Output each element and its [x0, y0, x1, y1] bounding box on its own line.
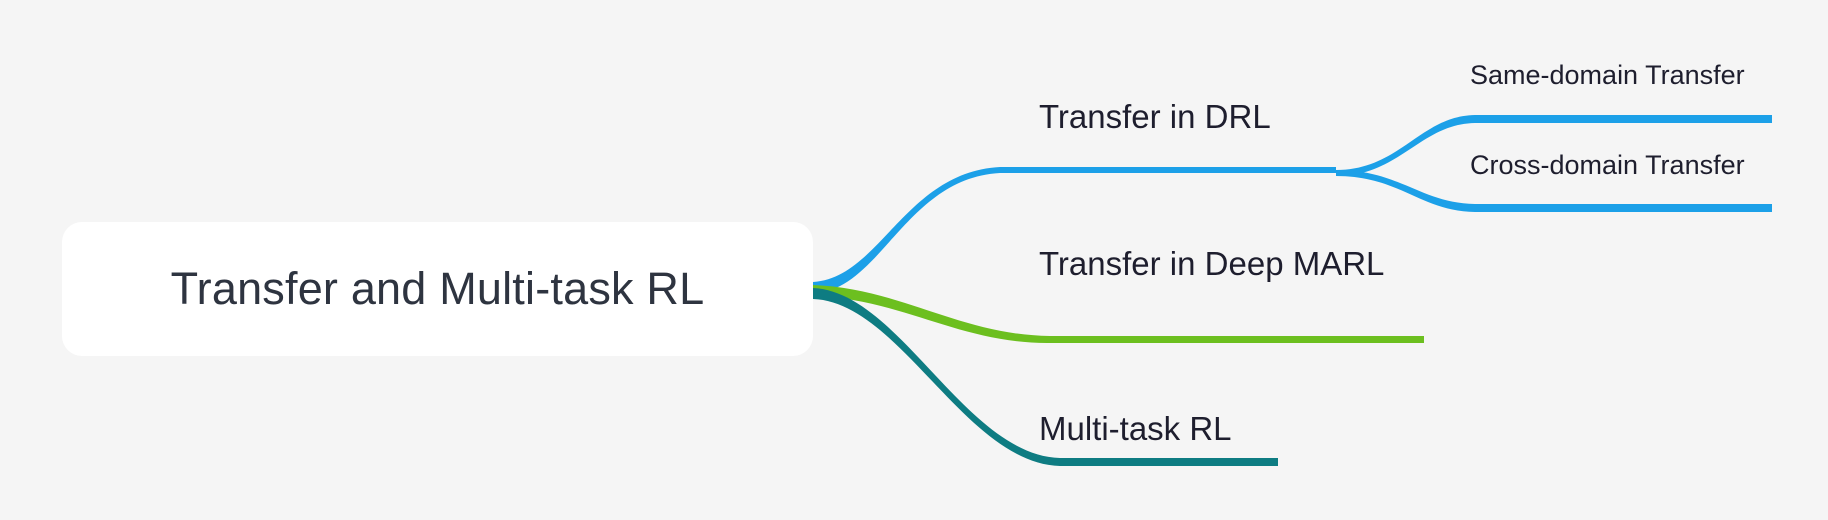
- branch-label-transfer-in-deep-marl[interactable]: Transfer in Deep MARL: [1039, 245, 1385, 282]
- branch-label-transfer-in-drl[interactable]: Transfer in DRL: [1039, 98, 1271, 135]
- root-node[interactable]: Transfer and Multi-task RL: [62, 222, 813, 356]
- branch-label-cross-domain-transfer[interactable]: Cross-domain Transfer: [1470, 150, 1745, 180]
- branch-path-multi-task-rl: [813, 288, 1278, 466]
- branch-label-same-domain-transfer[interactable]: Same-domain Transfer: [1470, 60, 1745, 90]
- branch-path-transfer-in-deep-marl: [813, 285, 1424, 344]
- branch-label-multi-task-rl[interactable]: Multi-task RL: [1039, 410, 1232, 447]
- root-node-label: Transfer and Multi-task RL: [170, 263, 705, 314]
- branch-path-cross-domain-transfer: [1336, 170, 1772, 212]
- branch-path-same-domain-transfer: [1336, 115, 1772, 176]
